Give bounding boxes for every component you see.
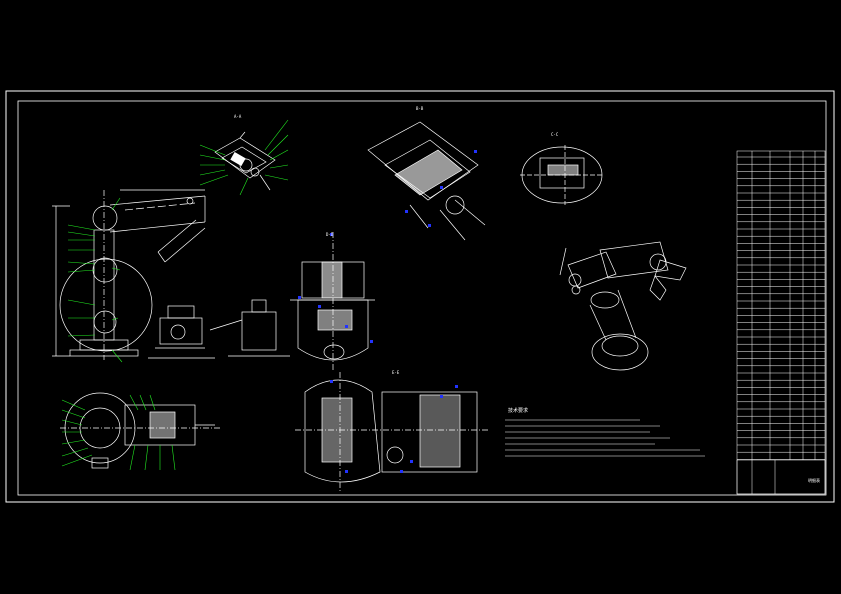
side-view-small-1 — [148, 305, 215, 359]
detail-view-a-leaders — [199, 119, 289, 196]
technical-notes-title: 技术要求 — [508, 407, 528, 414]
view-label-e: E-E — [392, 370, 400, 375]
section-view-b-dims — [405, 150, 477, 227]
view-label-d: D-D — [326, 232, 334, 237]
section-view-b — [367, 121, 486, 241]
section-view-d — [290, 232, 375, 372]
detail-view-a — [214, 131, 276, 191]
section-view-e-dims — [330, 380, 458, 473]
detail-view-c — [520, 145, 604, 205]
bom-title: 明细表 — [808, 477, 820, 483]
bill-of-materials: 明细表 — [736, 150, 826, 495]
isometric-view — [559, 241, 687, 371]
technical-notes: 技术要求 — [505, 407, 705, 457]
top-view-base — [60, 392, 220, 469]
drawing-frame — [5, 90, 835, 503]
front-view-leaders — [67, 197, 123, 363]
view-label-b: B-B — [416, 106, 424, 111]
top-view-leaders — [61, 394, 176, 471]
section-view-d-dims — [298, 233, 373, 343]
view-label-c: C-C — [551, 132, 559, 137]
section-view-e — [295, 372, 490, 492]
view-label-a: A-A — [234, 114, 242, 119]
side-view-small-2 — [209, 299, 290, 357]
front-view-arm — [52, 189, 206, 360]
